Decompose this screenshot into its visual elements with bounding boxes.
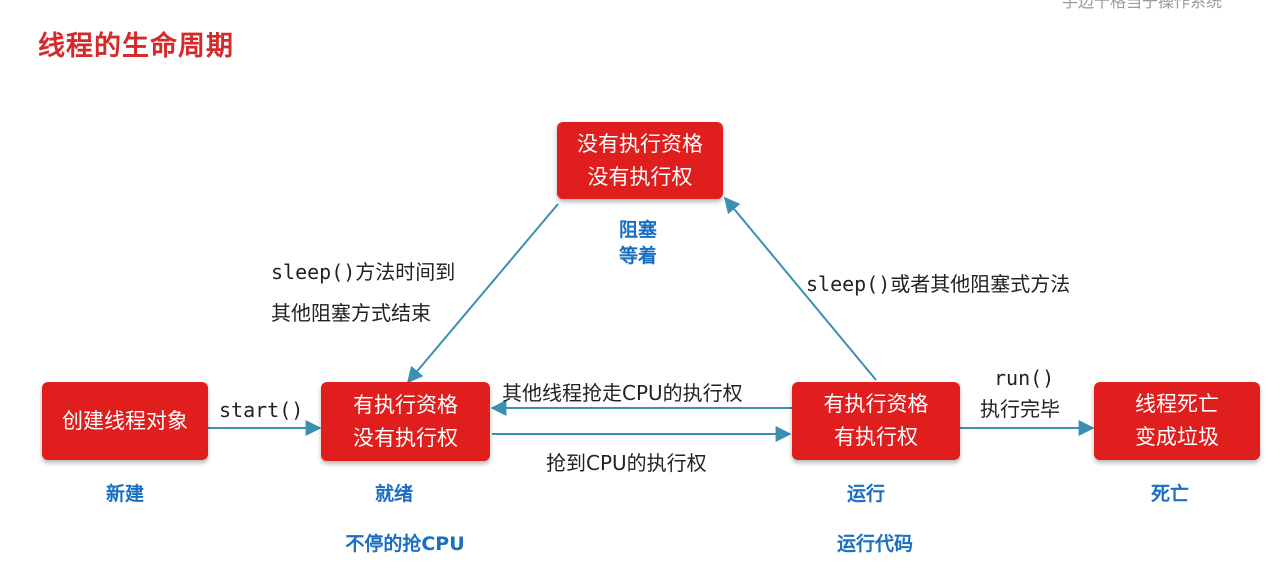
watermark-text: 手边十格当于操作系统 — [1062, 0, 1223, 11]
note-blocked-to-ready-2: 其他阻塞方式结束 — [271, 301, 431, 325]
state-blocked-line-2: 没有执行权 — [587, 164, 693, 189]
state-label-running: 运行 — [846, 483, 885, 505]
state-ready-line-1: 有执行资格 — [353, 392, 458, 417]
state-box-dead: 线程死亡 变成垃圾 — [1094, 382, 1260, 460]
state-box-ready: 有执行资格 没有执行权 — [321, 382, 490, 461]
state-label-new: 新建 — [105, 483, 144, 505]
state-dead-line-2: 变成垃圾 — [1135, 425, 1219, 449]
state-box-blocked: 没有执行资格 没有执行权 — [557, 122, 723, 199]
state-dead-line-1: 线程死亡 — [1135, 392, 1219, 416]
state-label-blocked: 阻塞 — [618, 219, 657, 241]
note-new-to-ready: start() — [219, 398, 304, 422]
note-running-to-ready: 其他线程抢走CPU的执行权 — [502, 381, 743, 405]
arrow-blocked-to-ready — [406, 203, 559, 384]
state-sublabel-ready: 不停的抢CPU — [345, 533, 465, 555]
arrow-running-to-blocked — [723, 196, 877, 381]
state-label-dead: 死亡 — [1150, 483, 1189, 505]
state-running-line-2: 有执行权 — [834, 425, 918, 449]
state-blocked-line-1: 没有执行资格 — [577, 131, 703, 156]
note-blocked-to-ready-1: sleep()方法时间到 — [271, 260, 456, 284]
state-label-ready: 就绪 — [374, 483, 413, 505]
note-ready-to-running: 抢到CPU的执行权 — [546, 451, 707, 475]
state-box-new: 创建线程对象 — [42, 382, 208, 460]
note-running-to-dead-1: run() — [994, 366, 1055, 390]
state-box-running: 有执行资格 有执行权 — [792, 382, 960, 460]
state-ready-line-2: 没有执行权 — [353, 425, 458, 450]
state-sublabel-running: 运行代码 — [836, 533, 913, 555]
state-running-line-1: 有执行资格 — [823, 392, 929, 416]
page-title: 线程的生命周期 — [38, 31, 234, 62]
note-running-to-blocked: sleep()或者其他阻塞式方法 — [806, 272, 1071, 296]
note-running-to-dead-2: 执行完毕 — [980, 397, 1060, 421]
state-label-blocked-2: 等着 — [618, 245, 657, 267]
state-new-line-1: 创建线程对象 — [62, 408, 188, 433]
